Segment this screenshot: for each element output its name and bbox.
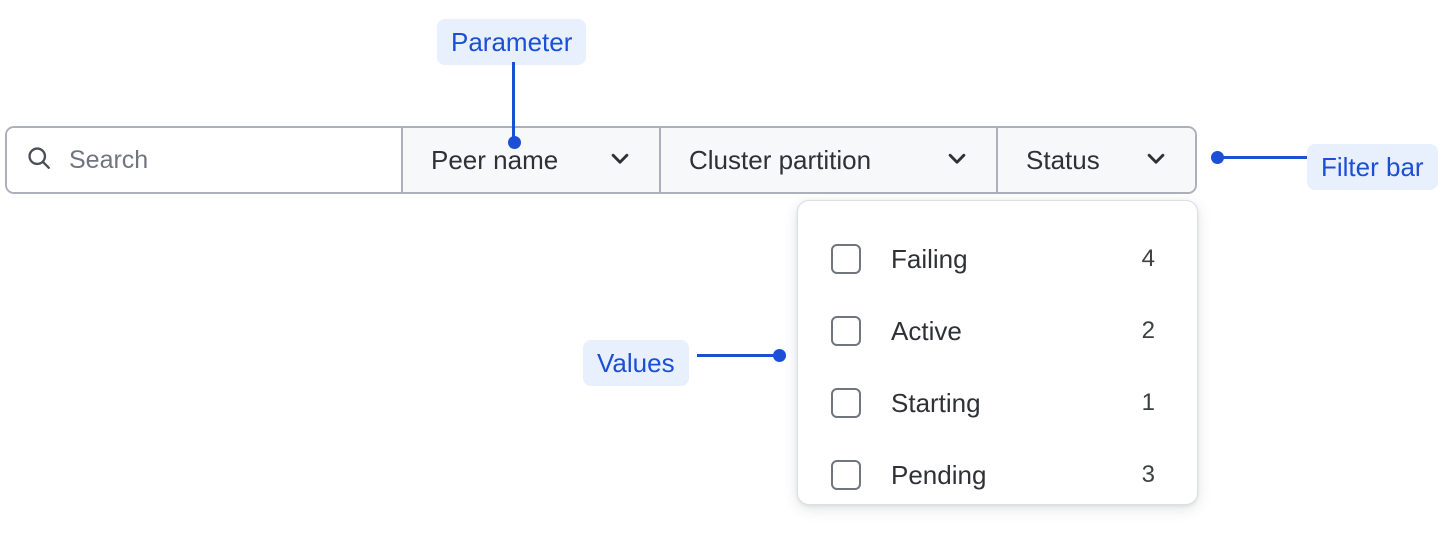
status-dropdown-options: Failing 4 Active 2 Starting 1 Pending 3 [797,200,1198,505]
chevron-down-icon [942,143,972,178]
annotation-values-leader-line [697,354,779,357]
annotation-filter-bar-leader-line [1222,156,1307,159]
status-option-label: Starting [891,387,981,418]
status-option-failing[interactable]: Failing 4 [798,223,1197,295]
checkbox-unchecked-icon[interactable] [831,244,861,274]
status-option-count: 4 [1141,245,1155,272]
checkbox-unchecked-icon[interactable] [831,460,861,490]
annotation-parameter: Parameter [437,19,587,65]
status-label: Status [1026,144,1100,175]
checkbox-unchecked-icon[interactable] [831,388,861,418]
annotation-filter-bar-leader-dot [1211,151,1224,164]
peer-name-dropdown[interactable]: Peer name [401,128,659,192]
cluster-partition-dropdown[interactable]: Cluster partition [659,128,996,192]
status-option-count: 2 [1141,317,1155,344]
annotation-parameter-leader-dot [508,136,521,149]
status-option-label: Failing [891,243,968,274]
cluster-partition-label: Cluster partition [689,144,872,175]
peer-name-label: Peer name [431,144,559,175]
status-dropdown-trigger[interactable]: Status [996,128,1195,192]
annotation-values-leader-dot [773,349,786,362]
status-option-label: Pending [891,459,987,490]
chevron-down-icon [605,143,635,178]
annotation-parameter-leader-line [512,62,515,144]
status-option-label: Active [891,315,962,346]
search-input[interactable] [69,145,369,175]
status-option-pending[interactable]: Pending 3 [798,439,1197,511]
annotation-values: Values [583,340,689,386]
filter-bar: Peer name Cluster partition Status [5,126,1197,194]
chevron-down-icon [1141,143,1171,178]
status-option-count: 3 [1141,461,1155,488]
search-segment[interactable] [7,128,401,192]
annotation-filter-bar: Filter bar [1307,144,1438,190]
checkbox-unchecked-icon[interactable] [831,316,861,346]
status-option-active[interactable]: Active 2 [798,295,1197,367]
status-option-starting[interactable]: Starting 1 [798,367,1197,439]
status-option-count: 1 [1141,389,1155,416]
search-icon [25,144,53,177]
